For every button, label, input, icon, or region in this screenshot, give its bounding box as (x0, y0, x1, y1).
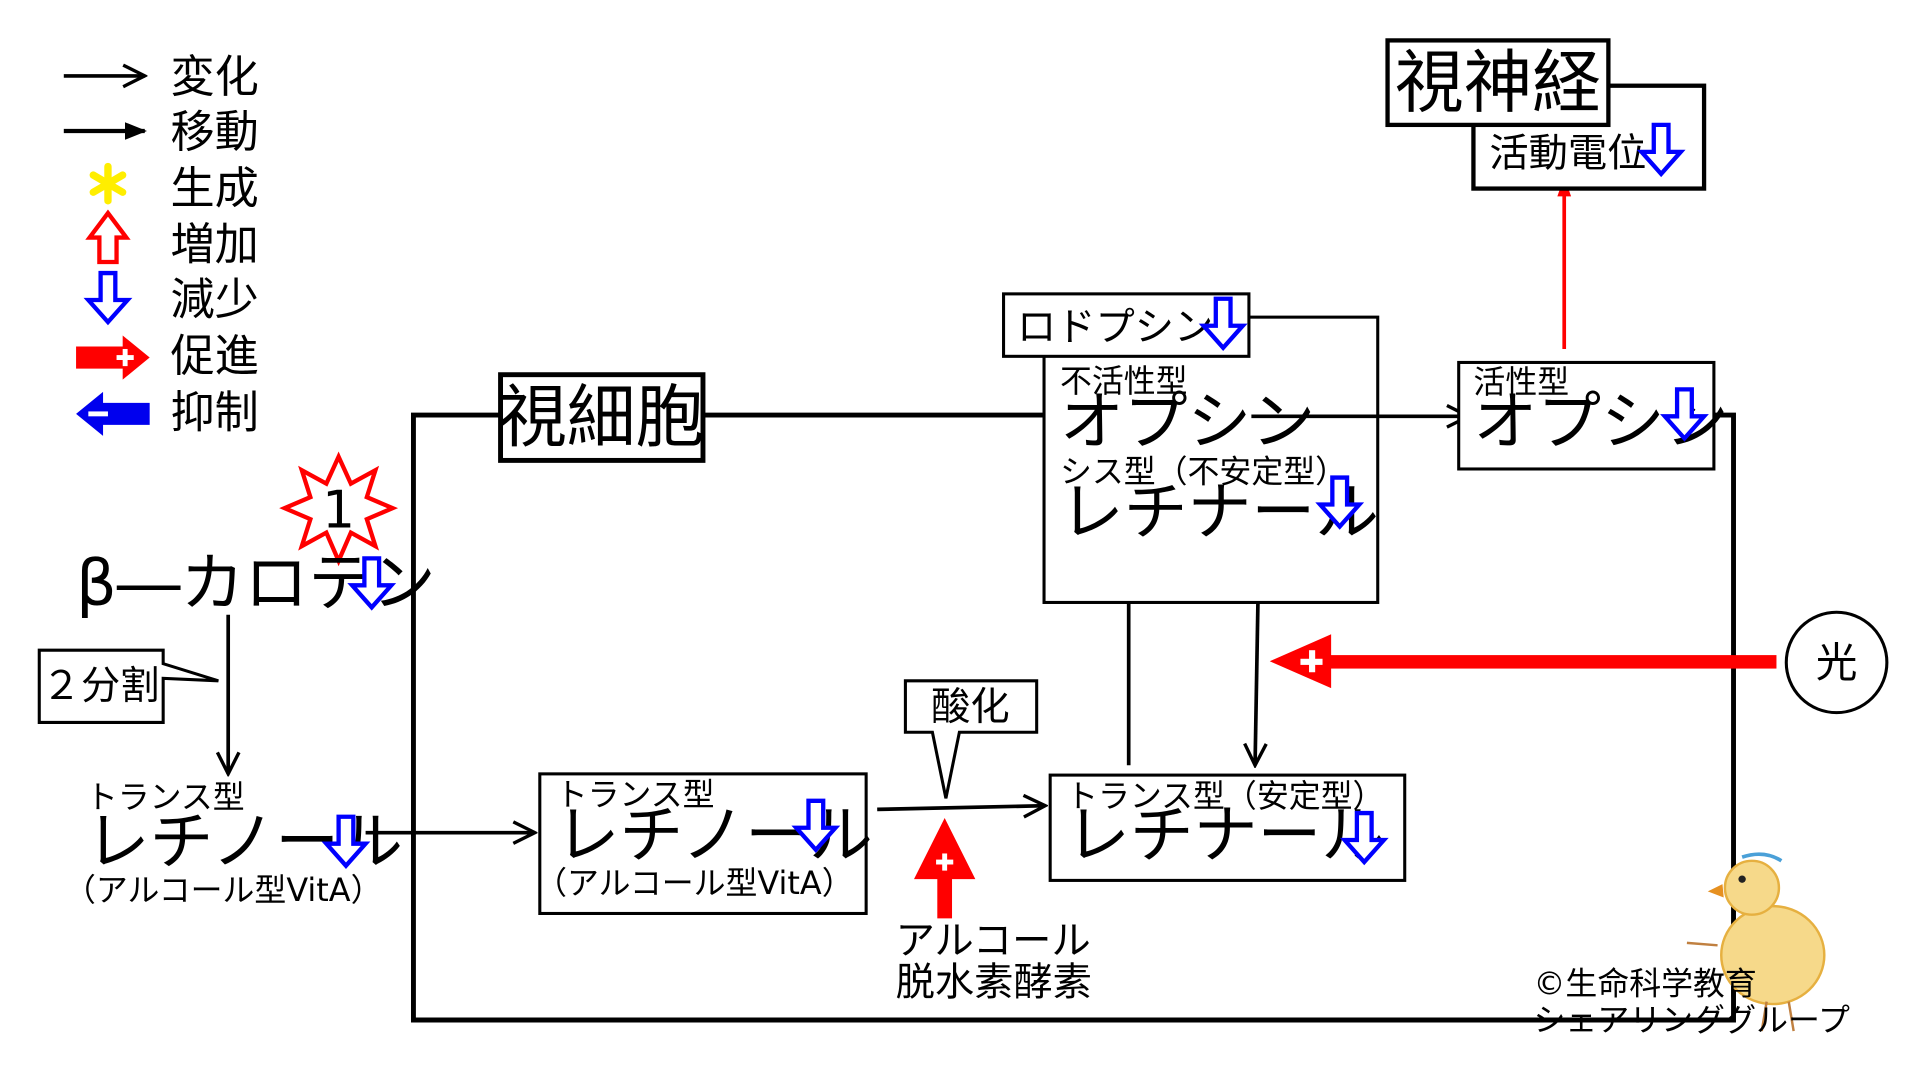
action-potential-label: 活動電位 (1489, 132, 1646, 177)
retinol-outer: トランス型 レチノール （アルコール型VitA） (64, 778, 403, 909)
optic-nerve-title: 視神経 (1395, 44, 1601, 124)
cis-retinal-type: シス型（不安定型） (1060, 452, 1347, 490)
legend-item-inhibit: 抑制 (76, 387, 259, 438)
rhodopsin-label: ロドプシン (1017, 305, 1213, 350)
red-plus-arrow-icon (76, 335, 150, 380)
legend-label-promote: 促進 (171, 331, 259, 382)
enzyme-line1: アルコール (896, 919, 1091, 964)
legend-label-inhibit: 抑制 (171, 387, 259, 438)
legend-label-change: 変化 (171, 52, 259, 103)
chick-mascot-icon (1686, 852, 1826, 1032)
copyright-line1: ©生命科学教育 (1534, 964, 1757, 1002)
legend-item-move: 移動 (63, 107, 259, 158)
retinol-outer-note: （アルコール型VitA） (64, 871, 382, 909)
enzyme-promote-arrow (913, 817, 976, 919)
retinal-trans-name: レチナール (1066, 799, 1385, 873)
starburst-icon (279, 451, 399, 567)
optic-nerve: 視神経 活動電位 (1385, 38, 1707, 191)
oxidation-callout: 酸化 (903, 679, 1039, 799)
split-callout: ２分割 (37, 648, 219, 724)
cell-label-box: 視細胞 (498, 372, 706, 463)
retinol-outer-type: トランス型 (86, 778, 245, 816)
blue-down-arrow-icon (88, 273, 127, 322)
retinol-inner-box: トランス型 レチノール （アルコール型VitA） (535, 772, 873, 916)
legend-item-change: 変化 (63, 52, 259, 103)
oxidation-label: 酸化 (931, 685, 1010, 730)
legend-label-move: 移動 (171, 107, 259, 158)
inactive-opsin-state: 不活性型 (1060, 362, 1188, 400)
legend-item-generate: 生成 (89, 162, 259, 214)
blue-minus-arrow-icon (76, 391, 150, 436)
cell-boundary (410, 412, 1736, 1023)
step-badge-number: 1 (322, 481, 355, 541)
legend-item-decrease: 減少 (88, 273, 259, 326)
oxidation-arrow (877, 806, 1045, 810)
light-node: 光 (1784, 610, 1889, 715)
retinol-inner-type: トランス型 (556, 776, 715, 814)
legend-label-generate: 生成 (171, 163, 259, 214)
enzyme-line2: 脱水素酵素 (896, 961, 1092, 1006)
light-promote-arrow (1269, 634, 1777, 689)
inactive-opsin-name: オプシン (1060, 385, 1315, 459)
yellow-asterisk-icon (89, 162, 127, 205)
red-up-arrow-icon (85, 209, 131, 265)
light-label: 光 (1816, 638, 1858, 687)
step-badge: 1 (279, 451, 399, 567)
split-label: ２分割 (42, 664, 160, 709)
cell-label: 視細胞 (498, 378, 704, 458)
legend-item-increase: 増加 (85, 209, 259, 271)
retinal-trans-box: トランス型（安定型） レチナール (1048, 773, 1407, 882)
legend: 変化 移動 生成 増加 減少 促進 (63, 52, 259, 438)
copyright-line2: シェアリンググループ (1534, 1001, 1850, 1039)
rhodopsin-box: ロドプシン 不活性型 オプシン シス型（不安定型） レチナール (1002, 292, 1380, 604)
retinol-inner-note: （アルコール型VitA） (535, 864, 853, 902)
retinal-trans-type: トランス型（安定型） (1066, 777, 1384, 815)
legend-label-increase: 増加 (171, 220, 259, 271)
active-opsin-state: 活性型 (1473, 363, 1569, 401)
active-opsin-box: 活性型 オプシン (1457, 360, 1729, 471)
rhodopsin-label-tag: ロドプシン (1002, 292, 1251, 358)
legend-label-decrease: 減少 (171, 275, 259, 326)
legend-item-promote: 促進 (76, 331, 259, 382)
